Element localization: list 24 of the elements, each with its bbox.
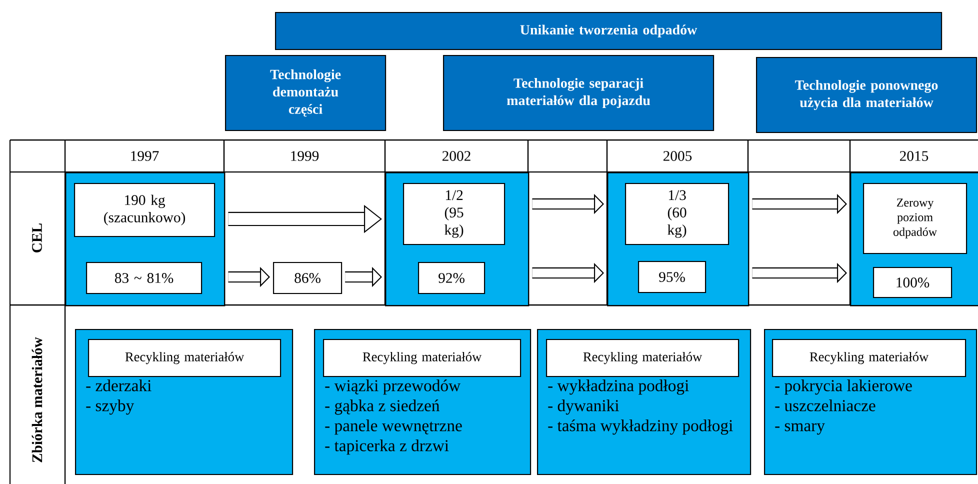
- label-box: Recykling materiałów: [323, 339, 522, 378]
- heading-box: Technologie ponownego użycia dla materiałów: [756, 57, 978, 134]
- year-label: 2005: [663, 151, 692, 161]
- value-box: 1/3 (60 kg): [625, 183, 730, 246]
- heading-box: Technologie separacji materiałów dla pojazdu: [443, 55, 714, 132]
- year-label: 1997: [131, 151, 159, 161]
- value-box: 92%: [418, 262, 486, 294]
- value-box: 1/2 (95 kg): [403, 183, 506, 246]
- value-box: 95%: [638, 261, 706, 294]
- value-box: 190 kg (szacunkowo): [74, 183, 216, 238]
- label-box: Recykling materiałów: [772, 339, 966, 378]
- value-box: 83 ~ 81%: [86, 262, 202, 294]
- value-box: Zerowy poziom odpadów: [863, 183, 968, 254]
- year-label: 1999: [291, 151, 319, 161]
- value-box: 100%: [873, 267, 952, 298]
- row-label: CEL: [32, 224, 42, 252]
- value-box: 86%: [273, 262, 342, 294]
- heading-box: Unikanie tworzenia odpadów: [275, 12, 942, 50]
- year-label: 2015: [900, 151, 928, 161]
- year-label: 2002: [442, 151, 470, 161]
- label-box: Recykling materiałów: [88, 339, 282, 378]
- heading-box: Technologie demontażu części: [225, 55, 386, 132]
- label-box: Recykling materiałów: [546, 339, 740, 378]
- row-label: Zbiórka materiałów: [32, 337, 42, 462]
